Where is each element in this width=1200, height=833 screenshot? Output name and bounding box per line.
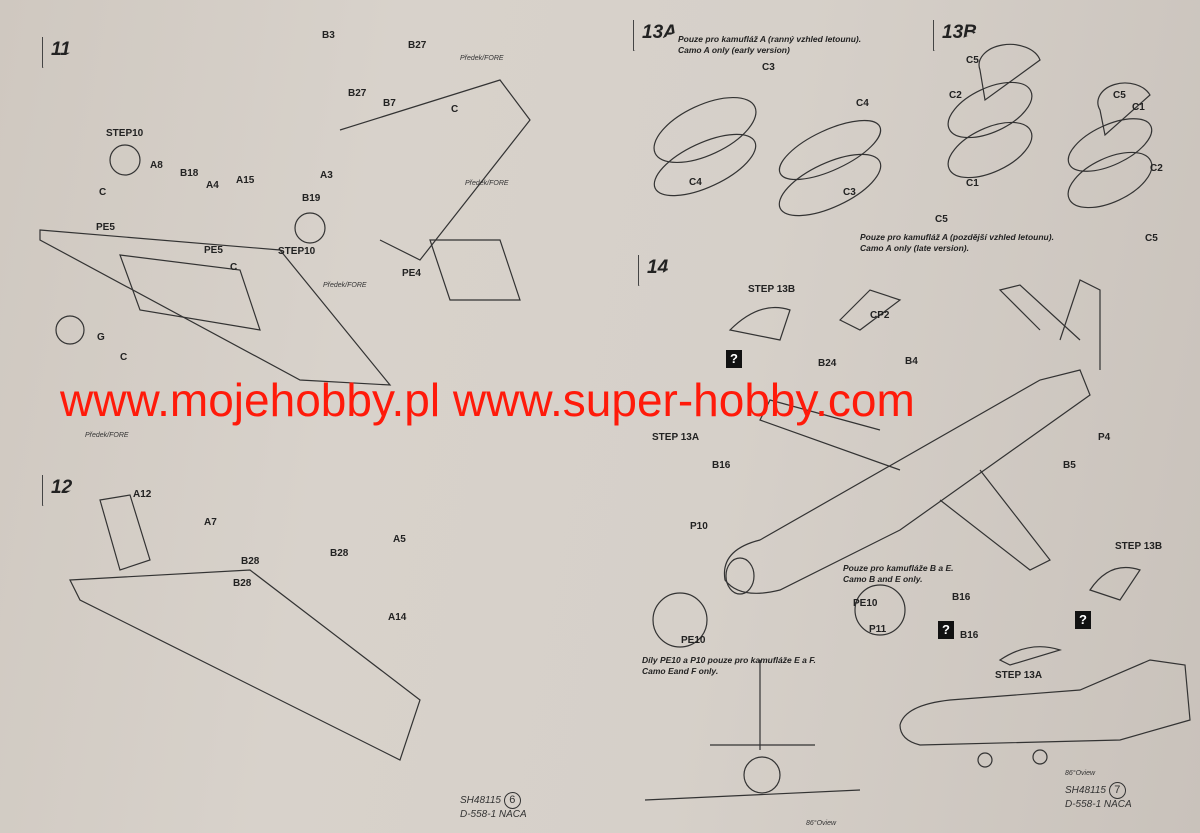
part-label: B27 bbox=[348, 88, 367, 99]
part-label: C3 bbox=[843, 187, 856, 198]
part-label: B7 bbox=[383, 98, 396, 109]
part-label: A7 bbox=[204, 517, 217, 528]
fore-arrow-label: Předek/FORE bbox=[85, 432, 129, 439]
canopy-part-13b-1 bbox=[947, 81, 1033, 139]
warning-icon: ? bbox=[938, 621, 954, 639]
fuselage-drawing-11 bbox=[339, 79, 531, 261]
wing-drawing-12 bbox=[69, 569, 421, 761]
fore-arrow-label: Předek/FORE bbox=[323, 282, 367, 289]
note-14-camo-be: Pouze pro kamufláže B a E.Camo B and E o… bbox=[843, 563, 954, 584]
part-label: C3 bbox=[762, 62, 775, 73]
part-label: CP2 bbox=[870, 310, 890, 321]
page-number: 6 bbox=[503, 792, 521, 809]
warning-icon: ? bbox=[726, 350, 742, 368]
part-label: B28 bbox=[233, 578, 252, 589]
part-label: STEP 13B bbox=[748, 284, 796, 295]
view-angle-label: 86°Oview bbox=[1065, 770, 1096, 777]
part-label: B19 bbox=[302, 193, 321, 204]
part-label: PE4 bbox=[402, 268, 421, 279]
aircraft-drawing-14 bbox=[723, 369, 1091, 594]
page-number: 7 bbox=[1108, 782, 1126, 799]
wing-drawing-11 bbox=[39, 229, 392, 386]
part-label: P4 bbox=[1098, 432, 1111, 443]
part-label: C2 bbox=[949, 90, 962, 101]
part-label: B24 bbox=[818, 358, 837, 369]
part-label: B5 bbox=[1063, 460, 1076, 471]
part-label: A4 bbox=[206, 180, 219, 191]
canopy-part-13a-2 bbox=[778, 119, 882, 181]
part-label: B27 bbox=[408, 40, 427, 51]
view-angle-label: 86°Oview bbox=[806, 820, 837, 827]
part-label: B16 bbox=[952, 592, 971, 603]
part-label: B28 bbox=[241, 556, 260, 567]
fore-arrow-label: Předek/FORE bbox=[460, 55, 504, 62]
note-13a: Pouze pro kamufláž A (ranný vzhled letou… bbox=[678, 34, 862, 55]
fore-arrow-label: Předek/FORE bbox=[465, 180, 509, 187]
part-label: A12 bbox=[133, 489, 152, 500]
part-label: P11 bbox=[869, 624, 887, 635]
part-label: STEP10 bbox=[106, 128, 144, 139]
part-label: A8 bbox=[150, 160, 163, 171]
side-view-drawing bbox=[899, 659, 1191, 746]
part-label: P10 bbox=[690, 521, 708, 532]
part-label: STEP10 bbox=[278, 246, 316, 257]
part-label: PE5 bbox=[96, 222, 115, 233]
note-13b: Pouze pro kamufláž A (pozdější vzhled le… bbox=[860, 232, 1054, 253]
part-label: PE10 bbox=[853, 598, 878, 609]
part-label: C5 bbox=[935, 214, 948, 225]
part-label: B3 bbox=[322, 30, 335, 41]
part-label: STEP 13A bbox=[652, 432, 700, 443]
part-label: C bbox=[120, 352, 128, 363]
note-14-camo-ef: Díly PE10 a P10 pouze pro kamufláže E a … bbox=[642, 655, 816, 676]
part-label: STEP 13A bbox=[995, 670, 1043, 681]
part-label: G bbox=[97, 332, 105, 343]
part-label: STEP 13B bbox=[1115, 541, 1163, 552]
part-label: A15 bbox=[236, 175, 255, 186]
part-label: A14 bbox=[388, 612, 407, 623]
part-label: B4 bbox=[905, 356, 918, 367]
canopy-part-13a-1 bbox=[653, 96, 757, 164]
warning-icon: ? bbox=[1075, 611, 1091, 629]
part-label: C5 bbox=[1113, 90, 1126, 101]
part-label: C2 bbox=[1150, 163, 1163, 174]
canopy-part-13b-2 bbox=[1067, 118, 1153, 172]
part-label: PE5 bbox=[204, 245, 223, 256]
part-label: C1 bbox=[1132, 102, 1145, 113]
part-label: C bbox=[230, 262, 238, 273]
part-label: C5 bbox=[1145, 233, 1158, 244]
part-label: B28 bbox=[330, 548, 349, 559]
part-label: A3 bbox=[320, 170, 333, 181]
part-label: B16 bbox=[960, 630, 979, 641]
part-label: C1 bbox=[966, 178, 979, 189]
part-label: B18 bbox=[180, 168, 199, 179]
part-label: C4 bbox=[856, 98, 869, 109]
front-view-drawing bbox=[644, 660, 861, 801]
part-label: C5 bbox=[966, 55, 979, 66]
part-label: B16 bbox=[712, 460, 731, 471]
part-label: C4 bbox=[689, 177, 702, 188]
part-label: C bbox=[99, 187, 107, 198]
watermark: www.mojehobby.pl www.super-hobby.com bbox=[60, 374, 915, 426]
part-label: PE10 bbox=[681, 635, 706, 646]
part-label: C bbox=[451, 104, 459, 115]
part-label: A5 bbox=[393, 534, 406, 545]
